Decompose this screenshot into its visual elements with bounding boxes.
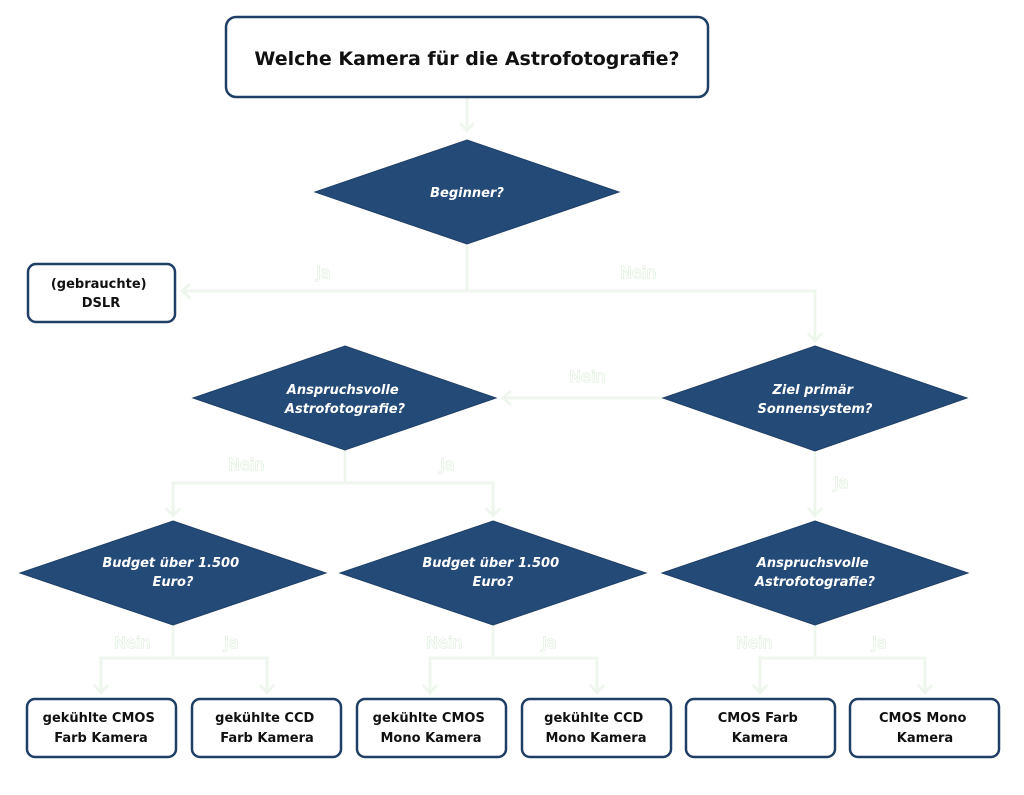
edge-label-budget-left-ja: Ja	[223, 633, 239, 652]
result-cooled-ccd-mono-line-2: Mono Kamera	[546, 731, 647, 746]
result-cooled-cmos-mono-line-2: Mono Kamera	[381, 731, 482, 746]
svg-text:(gebrauchte) DSLR: (gebrauchte) DSLR	[51, 277, 151, 311]
decision-ziel-line-1: Ziel primär	[771, 383, 854, 398]
result-cooled-cmos-mono-line-1: gekühlte CMOS	[373, 711, 485, 726]
decision-beginner-label: Beginner?	[430, 186, 504, 201]
decision-beginner: Beginner?	[313, 139, 621, 245]
edge-label-anspruch-left-nein: Nein	[228, 455, 264, 474]
decision-anspruch-right-line-1: Anspruchsvolle	[756, 556, 869, 571]
edge-label-ziel-ja: Ja	[833, 473, 849, 492]
svg-text:gekühlte CMOS Mono Kamer: gekühlte CMOS Mono Kamera	[373, 711, 490, 746]
edge-label-beginner-ja: Ja	[315, 263, 331, 282]
connector-title-beginner	[459, 98, 475, 133]
decision-anspruch-left-line-2: Astrofotografie?	[284, 402, 406, 417]
decision-budget-mid-line-1: Budget über 1.500	[422, 556, 559, 571]
result-cmos-mono-line-1: CMOS Mono	[879, 711, 967, 726]
result-cmos-mono: CMOS Mono Kamera	[848, 697, 1001, 759]
edge-label-ziel-nein: Nein	[569, 367, 605, 386]
svg-text:Budget über 1.500 Euro?: Budget über 1.500 Euro?	[102, 556, 243, 590]
diagram-title: Welche Kamera für die Astrofotografie?	[254, 48, 679, 70]
result-cooled-cmos-farb-line-1: gekühlte CMOS	[43, 711, 155, 726]
svg-text:Anspruchsvolle Astrofoto: Anspruchsvolle Astrofotografie?	[284, 383, 406, 417]
decision-anspruch-right-line-2: Astrofotografie?	[754, 575, 876, 590]
result-cooled-ccd-farb-line-1: gekühlte CCD	[215, 711, 314, 726]
result-cooled-cmos-farb: gekühlte CMOS Farb Kamera	[25, 697, 178, 759]
svg-text:gekühlte CMOS Farb Kamer: gekühlte CMOS Farb Kamera	[43, 711, 160, 746]
svg-text:CMOS Farb Kamera: CMOS Farb Kamera	[718, 711, 803, 746]
connector-beginner-ziel	[467, 289, 823, 343]
decision-budget-left-line-1: Budget über 1.500	[102, 556, 239, 571]
decision-budget-left: Budget über 1.500 Euro?	[18, 520, 328, 626]
result-dslr-line-1: (gebrauchte)	[51, 277, 147, 292]
result-cooled-cmos-mono: gekühlte CMOS Mono Kamera	[355, 697, 508, 759]
connector-ziel-anspruch-right	[807, 451, 823, 518]
svg-text:Ziel primär Sonnensystem: Ziel primär Sonnensystem?	[758, 383, 873, 417]
result-cmos-farb: CMOS Farb Kamera	[684, 697, 837, 759]
svg-text:Budget über 1.500 Euro?: Budget über 1.500 Euro?	[422, 556, 563, 590]
svg-text:gekühlte CCD Mono Kamera: gekühlte CCD Mono Kamera	[544, 711, 648, 746]
edge-label-anspruch-right-ja: Ja	[871, 633, 887, 652]
result-dslr: (gebrauchte) DSLR	[26, 262, 177, 324]
result-cooled-ccd-farb-line-2: Farb Kamera	[220, 731, 314, 746]
connector-budget-left-results	[93, 625, 275, 695]
result-cooled-cmos-farb-line-2: Farb Kamera	[54, 731, 148, 746]
svg-text:Anspruchsvolle Astrofoto: Anspruchsvolle Astrofotografie?	[754, 556, 876, 590]
decision-ziel-line-2: Sonnensystem?	[758, 402, 873, 417]
connector-anspruch-left-budgets	[165, 450, 501, 518]
svg-text:CMOS Mono Kamera: CMOS Mono Kamera	[879, 711, 971, 746]
decision-anspruch-right: Anspruchsvolle Astrofotografie?	[660, 520, 970, 626]
edge-label-budget-mid-ja: Ja	[541, 633, 557, 652]
decision-budget-mid: Budget über 1.500 Euro?	[338, 520, 648, 626]
result-cooled-ccd-mono: gekühlte CCD Mono Kamera	[520, 697, 673, 759]
svg-text:gekühlte CCD Farb Kamera: gekühlte CCD Farb Kamera	[215, 711, 319, 746]
edge-label-budget-mid-nein: Nein	[426, 633, 462, 652]
edge-label-budget-left-nein: Nein	[114, 633, 150, 652]
decision-budget-left-line-2: Euro?	[152, 575, 193, 590]
result-cooled-ccd-farb: gekühlte CCD Farb Kamera	[190, 697, 343, 759]
result-cmos-mono-line-2: Kamera	[897, 731, 953, 746]
edge-label-beginner-nein: Nein	[620, 263, 656, 282]
decision-anspruch-left-line-1: Anspruchsvolle	[286, 383, 399, 398]
result-cmos-farb-line-2: Kamera	[732, 731, 788, 746]
decision-anspruch-left: Anspruchsvolle Astrofotografie?	[191, 345, 498, 451]
result-dslr-line-2: DSLR	[82, 296, 120, 311]
connector-anspruch-right-results	[752, 625, 933, 695]
result-cmos-farb-line-1: CMOS Farb	[718, 711, 798, 726]
connector-budget-mid-results	[422, 625, 605, 695]
edge-label-anspruch-left-ja: Ja	[439, 455, 455, 474]
connectors	[93, 98, 933, 695]
decision-ziel-sonnensystem: Ziel primär Sonnensystem?	[661, 345, 969, 452]
edge-label-anspruch-right-nein: Nein	[736, 633, 772, 652]
decision-budget-mid-line-2: Euro?	[472, 575, 513, 590]
edge-labels: Ja Nein Nein Nein Ja Ja Nein Ja Nein Ja …	[113, 262, 887, 652]
result-cooled-ccd-mono-line-1: gekühlte CCD	[544, 711, 643, 726]
title-box: Welche Kamera für die Astrofotografie?	[224, 15, 710, 99]
connector-ziel-anspruch-left	[501, 390, 663, 406]
